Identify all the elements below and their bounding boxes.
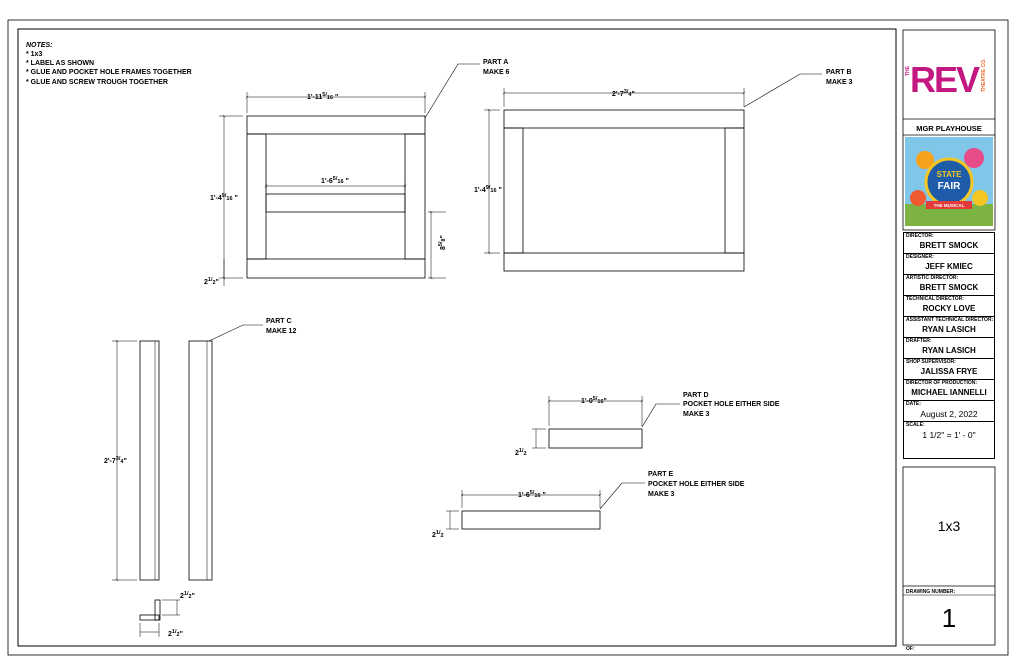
part-c-width-dim: 21/2" — [180, 591, 195, 600]
part-c-name: PART C — [266, 318, 292, 325]
note-line: * LABEL AS SHOWN — [26, 60, 94, 67]
part-a-qty: MAKE 6 — [483, 69, 510, 76]
part-d-width-dim: 1'-05/16" — [581, 396, 607, 405]
role-value: BRETT SMOCK — [919, 283, 979, 292]
logo-sub: THEATRE CO. — [981, 58, 987, 92]
show-art-line1: STATE — [936, 170, 962, 179]
logo-the: THE — [905, 65, 911, 76]
part-b-name: PART B — [826, 69, 852, 76]
role-value: MICHAEL IANNELLI — [911, 388, 987, 397]
part-a-width-dim: 1'-115/16 " — [307, 92, 338, 101]
role-label: TECHNICAL DIRECTOR: — [904, 295, 994, 302]
title-block-roles: DIRECTOR: BRETT SMOCK DESIGNER: JEFF KMI… — [903, 232, 995, 459]
part-d-name: PART D — [683, 392, 709, 399]
role-label: SHOP SUPERVISOR: — [904, 358, 994, 365]
show-artwork: STATE FAIR THE MUSICAL — [905, 137, 993, 226]
of-label: OF: — [906, 646, 915, 652]
role-row-director: DIRECTOR: BRETT SMOCK — [904, 233, 994, 253]
role-row-date: DATE: August 2, 2022 — [904, 400, 994, 421]
role-value: ROCKY LOVE — [922, 304, 976, 313]
part-c-length-dim: 2'-73/4" — [104, 456, 127, 465]
role-label: DIRECTOR OF PRODUCTION: — [904, 379, 994, 386]
part-e-labels: PART E POCKET HOLE EITHER SIDE MAKE 3 1'… — [432, 471, 745, 539]
role-label: DATE: — [904, 400, 994, 407]
part-e-stock-dim: 21/2 — [432, 530, 444, 539]
note-line: * GLUE AND SCREW TROUGH TOGETHER — [26, 79, 168, 86]
part-b-qty: MAKE 3 — [826, 79, 853, 86]
role-label: SCALE: — [904, 421, 994, 428]
part-c-labels: PART C MAKE 12 2'-73/4" 21/2" 21/2" — [104, 318, 296, 638]
part-a-inner-dim: 1'-65/16 " — [321, 176, 349, 185]
part-d-note: POCKET HOLE EITHER SIDE — [683, 401, 780, 408]
role-value: RYAN LASICH — [922, 325, 976, 334]
role-value: JALISSA FRYE — [920, 367, 978, 376]
part-e-qty: MAKE 3 — [648, 491, 675, 498]
drawing-border — [17, 28, 897, 647]
drawing-number-label: DRAWING NUMBER: — [906, 589, 955, 595]
notes-heading: NOTES: — [26, 42, 52, 49]
role-label: DRAFTER: — [904, 337, 994, 344]
drawing-title: 1x3 — [938, 518, 961, 534]
part-b-width-dim: 2'-73/4" — [612, 89, 635, 98]
part-e-name: PART E — [648, 471, 673, 478]
role-label: DIRECTOR: — [906, 233, 934, 239]
role-value: BRETT SMOCK — [919, 241, 979, 250]
role-label: DESIGNER: — [904, 253, 994, 260]
part-c — [112, 324, 263, 637]
part-d — [532, 396, 680, 449]
part-b-height-dim: 1'-49/16 " — [474, 185, 502, 194]
role-row-drafter: DRAFTER: RYAN LASICH — [904, 337, 994, 358]
note-line: * GLUE AND POCKET HOLE FRAMES TOGETHER — [26, 69, 192, 76]
part-e — [446, 482, 645, 530]
role-row-assistant-td: ASSISTANT TECHNICAL DIRECTOR: RYAN LASIC… — [904, 316, 994, 337]
part-a-labels: PART A MAKE 6 1'-115/16 " 1'-65/16 " 1'-… — [204, 59, 510, 286]
role-label: ASSISTANT TECHNICAL DIRECTOR: — [904, 316, 994, 323]
part-e-note: POCKET HOLE EITHER SIDE — [648, 481, 745, 488]
role-value: RYAN LASICH — [922, 346, 976, 355]
logo-rev: REV — [910, 59, 980, 100]
role-value: JEFF KMIEC — [925, 262, 973, 271]
venue-name: MGR PLAYHOUSE — [916, 124, 982, 133]
part-d-stock-dim: 21/2 — [515, 448, 527, 457]
part-b — [484, 73, 822, 272]
note-line: * 1x3 — [26, 51, 42, 58]
role-row-shop-supervisor: SHOP SUPERVISOR: JALISSA FRYE — [904, 358, 994, 379]
outer-border — [7, 19, 1009, 656]
role-row-designer: DESIGNER: JEFF KMIEC — [904, 253, 994, 274]
show-art-ribbon: THE MUSICAL — [934, 203, 965, 208]
part-c-qty: MAKE 12 — [266, 328, 296, 335]
part-e-width-dim: 1'-65/16 " — [518, 490, 546, 499]
part-c-depth-dim: 21/2" — [168, 629, 183, 638]
part-a-rail-dim: 85/8" — [438, 235, 447, 250]
part-b-labels: PART B MAKE 3 2'-73/4" 1'-49/16 " — [474, 69, 853, 194]
role-value: 1 1/2" = 1' - 0" — [922, 430, 976, 440]
part-a-height-dim: 1'-49/16 " — [210, 193, 238, 202]
role-row-artistic-director: ARTISTIC DIRECTOR: BRETT SMOCK — [904, 274, 994, 295]
notes-block: NOTES: * 1x3 * LABEL AS SHOWN * GLUE AND… — [26, 42, 192, 86]
part-a-name: PART A — [483, 59, 508, 66]
role-row-technical-director: TECHNICAL DIRECTOR: ROCKY LOVE — [904, 295, 994, 316]
part-d-labels: PART D POCKET HOLE EITHER SIDE MAKE 3 1'… — [515, 392, 780, 457]
part-d-qty: MAKE 3 — [683, 411, 710, 418]
drawing-number: 1 — [942, 603, 956, 633]
rev-logo: THE REV THEATRE CO. — [905, 58, 987, 100]
part-a-stock-dim: 21/2" — [204, 277, 219, 286]
title-block: THE REV THEATRE CO. MGR PLAYHOUSE STATE … — [902, 29, 996, 652]
show-art-line2: FAIR — [938, 181, 962, 192]
role-value: August 2, 2022 — [920, 409, 978, 419]
role-row-scale: SCALE: 1 1/2" = 1' - 0" — [904, 421, 994, 442]
role-label: ARTISTIC DIRECTOR: — [904, 274, 994, 281]
role-row-director-of-production: DIRECTOR OF PRODUCTION: MICHAEL IANNELLI — [904, 379, 994, 400]
part-a — [219, 63, 480, 286]
